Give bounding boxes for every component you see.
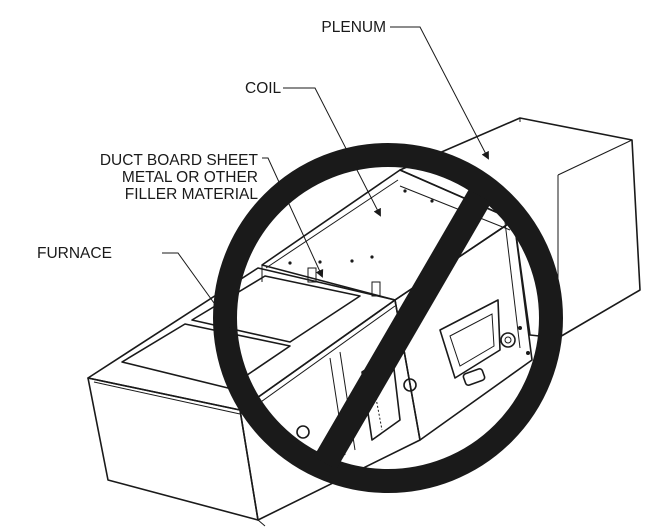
filler-panel-lower — [121, 323, 291, 389]
label-duct-board-group: DUCT BOARD SHEET METAL OR OTHER FILLER M… — [100, 152, 324, 278]
furnace-cabinet — [87, 267, 421, 527]
prohibition-symbol — [213, 143, 563, 493]
label-furnace: FURNACE — [37, 245, 112, 262]
label-duct-board-line3: FILLER MATERIAL — [125, 186, 259, 203]
label-furnace-group: FURNACE — [37, 245, 234, 330]
label-duct-board-line1: DUCT BOARD SHEET — [100, 152, 259, 169]
filler-panel-upper — [191, 275, 361, 343]
label-plenum: PLENUM — [321, 19, 386, 36]
control-box — [439, 299, 530, 387]
label-duct-board-line2: METAL OR OTHER — [122, 169, 258, 186]
coil-fastener-dots — [288, 189, 462, 265]
label-coil-group: COIL — [245, 80, 381, 217]
label-coil: COIL — [245, 80, 282, 97]
label-plenum-group: PLENUM — [321, 19, 489, 160]
